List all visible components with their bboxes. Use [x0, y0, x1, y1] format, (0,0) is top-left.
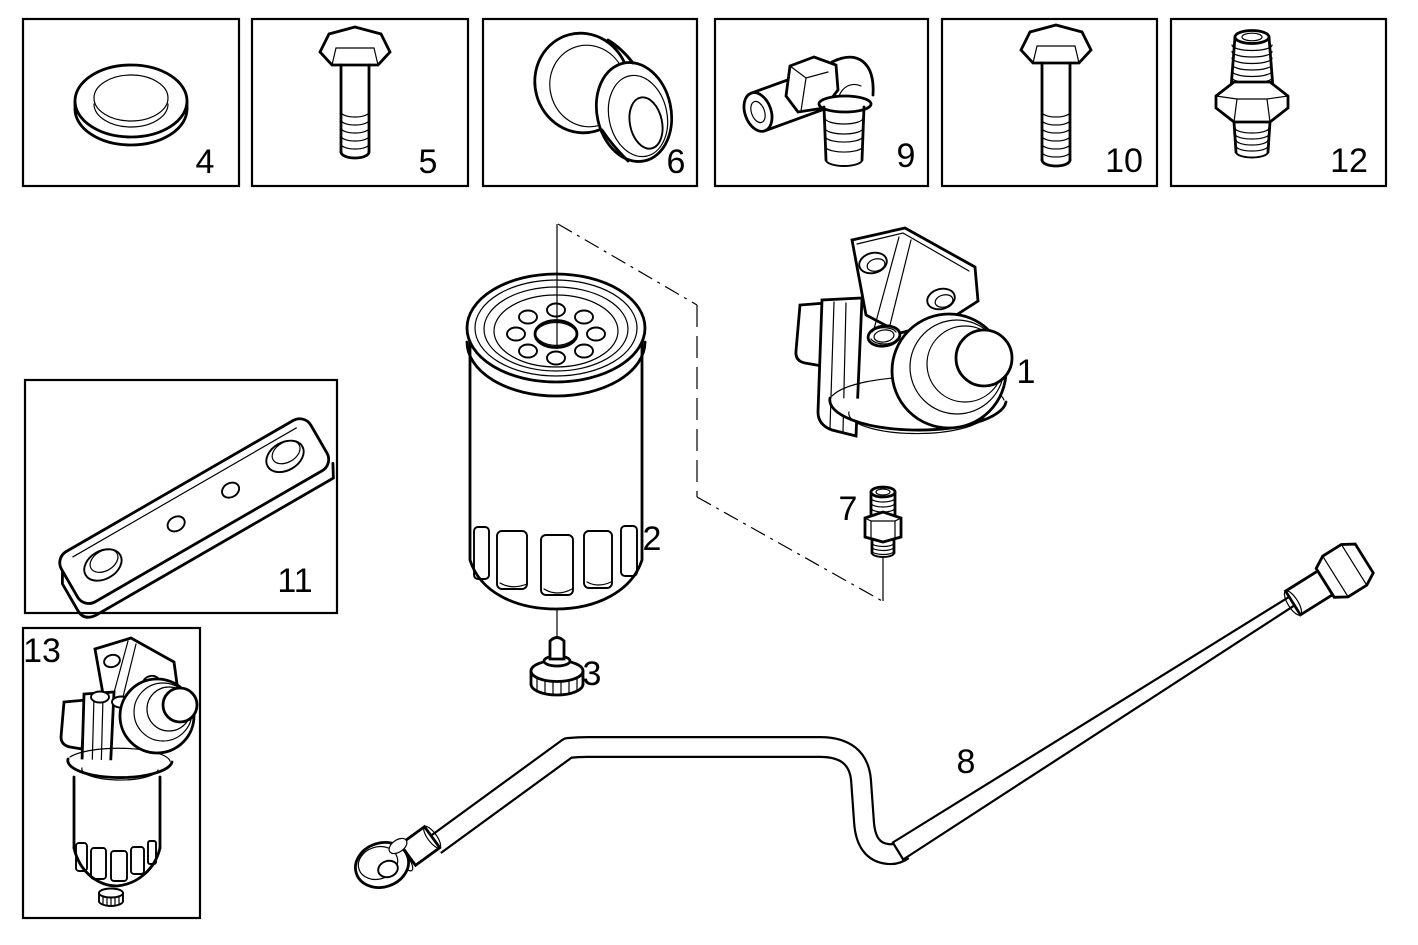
part-1-filter-head [794, 226, 1014, 438]
part-7-union-nipple [863, 485, 903, 558]
part-5-hex-bolt [318, 25, 392, 160]
part-3-drain-valve [529, 636, 585, 697]
part-12-threaded-union [1214, 29, 1290, 159]
filter-top-holes [506, 302, 606, 366]
part-8-fuel-pipe [354, 542, 1375, 889]
part-label-13: 13 [23, 632, 61, 670]
part-label-12: 12 [1330, 142, 1368, 180]
pipe-right-fitting [1283, 542, 1375, 617]
part-label-11: 11 [277, 562, 312, 600]
centerlines [556, 224, 884, 637]
pipe-end-hex-nut [1314, 542, 1375, 599]
part-label-8: 8 [957, 743, 976, 781]
part-10-hex-bolt-long [1019, 23, 1093, 168]
part-label-10: 10 [1105, 142, 1143, 180]
part-label-2: 2 [643, 520, 662, 558]
part-4-seal-ring [73, 63, 189, 147]
part-label-9: 9 [897, 137, 916, 175]
part-13-complete-assembly [59, 636, 199, 907]
part-6-rubber-grommet [533, 31, 674, 163]
part-label-7: 7 [839, 490, 858, 528]
part-label-5: 5 [419, 143, 438, 181]
part-11-support-bracket [58, 417, 335, 619]
assembly-reference-lines [557, 223, 885, 603]
pipe-banjo-eye [354, 837, 410, 889]
callout-labels: 4 5 6 9 10 12 1 2 3 7 8 11 13 [23, 137, 1368, 781]
part-9-elbow-union [742, 55, 875, 167]
part-label-6: 6 [667, 143, 686, 181]
part-label-4: 4 [196, 143, 215, 181]
part-2-filter-cartridge [465, 272, 647, 611]
part-label-3: 3 [583, 655, 602, 693]
assembly-drain-knob [98, 887, 124, 907]
part-label-1: 1 [1017, 353, 1036, 391]
